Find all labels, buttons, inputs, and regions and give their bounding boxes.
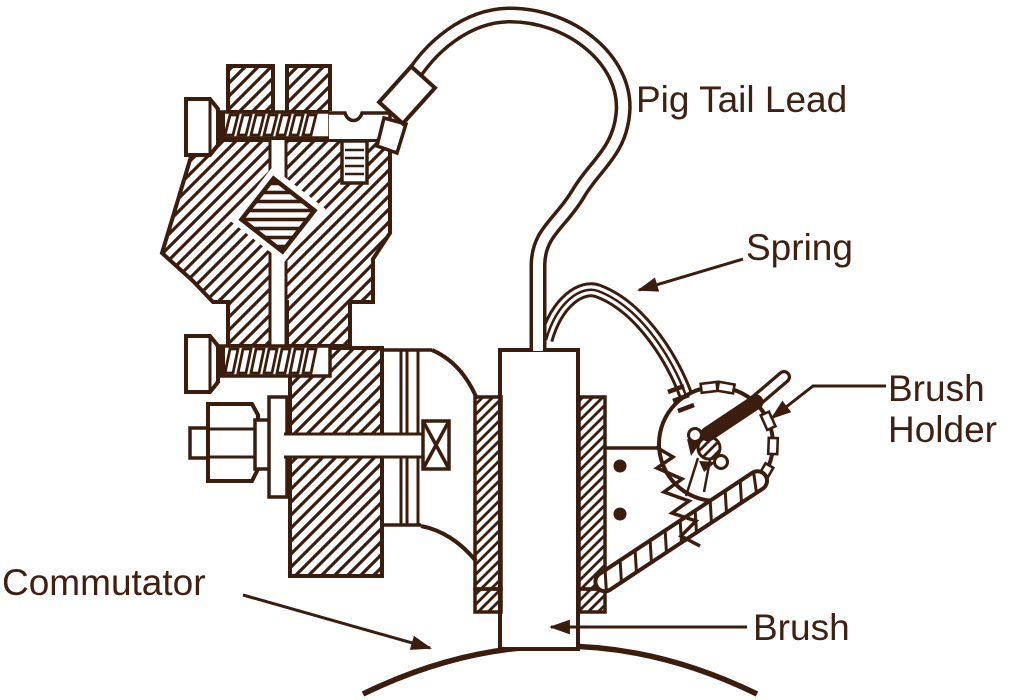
holder-frame (284, 348, 479, 563)
thread (223, 347, 318, 375)
threaded-insert (340, 139, 369, 185)
hex-nut (206, 402, 260, 483)
holder-bracket-plate (605, 446, 659, 521)
pivot-pin (696, 435, 722, 461)
brush-holder-label: Brush Holder (888, 368, 997, 451)
commutator-label: Commutator (2, 562, 206, 603)
leader-lines (242, 257, 886, 650)
brush-label: Brush (753, 607, 850, 648)
screw-hole (613, 507, 627, 521)
diamond-key (230, 167, 326, 263)
brush-holder-label-line1: Brush (888, 368, 985, 409)
brush-box (473, 395, 607, 614)
commutator-surface (361, 643, 759, 697)
box-wall-left (473, 395, 503, 591)
brush-holder-label-line2: Holder (888, 409, 997, 451)
spring-band (538, 282, 698, 411)
thread (223, 113, 318, 137)
tension-lever (684, 370, 791, 497)
spring-arrow (636, 257, 744, 292)
screw-hole (613, 459, 627, 473)
pig-tail-lead-label: Pig Tail Lead (636, 79, 848, 120)
pig-tail-wire (374, 6, 632, 351)
commutator-arrow (242, 593, 433, 650)
upper-bolt (184, 97, 392, 157)
nut-assembly (188, 395, 289, 499)
clamp-block-left (226, 64, 275, 114)
brush-holder-arrow (770, 384, 886, 420)
box-wall-right (577, 395, 607, 591)
lower-block (288, 346, 384, 578)
brush-carbon (498, 348, 580, 651)
spring-label: Spring (746, 227, 853, 268)
clamp-block-right (285, 64, 332, 114)
bolt-head (184, 97, 220, 157)
bracket-body (159, 64, 392, 348)
box-foot-right (577, 587, 607, 614)
shaft-symbol (421, 419, 451, 471)
box-foot-left (473, 587, 503, 614)
wire-ferrule (376, 63, 438, 127)
break-line-zigzag (653, 445, 701, 548)
spring-anchor-marks (667, 383, 695, 414)
bolt-head (184, 334, 220, 394)
lower-bolt (184, 334, 332, 394)
